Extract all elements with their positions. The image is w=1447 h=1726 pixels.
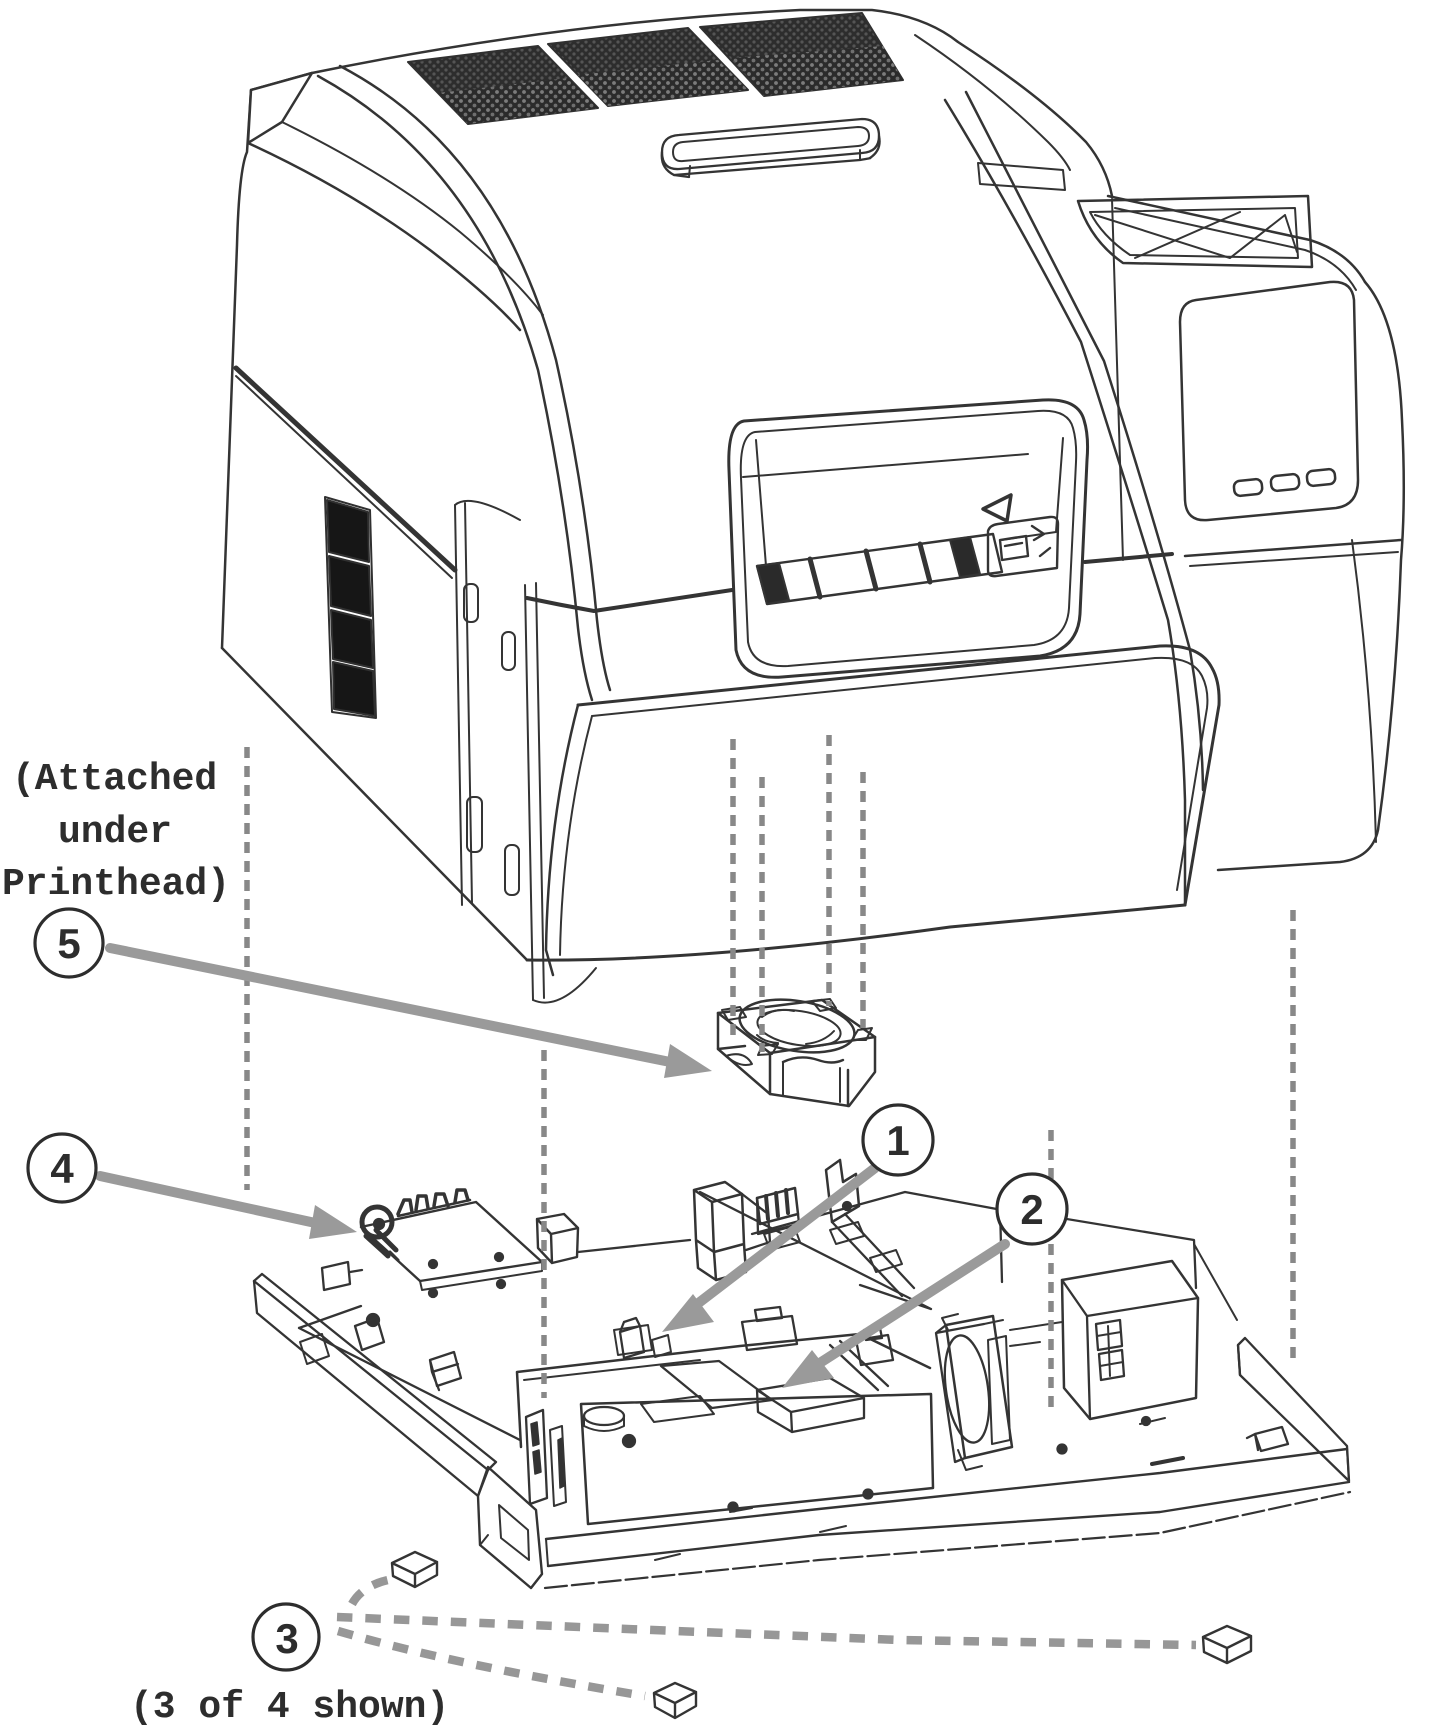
svg-text:Printhead): Printhead) <box>2 863 230 906</box>
svg-text:3: 3 <box>275 1615 298 1662</box>
svg-text:2: 2 <box>1020 1186 1043 1233</box>
svg-text:1: 1 <box>886 1117 909 1164</box>
svg-text:under: under <box>58 811 172 854</box>
svg-text:(Attached: (Attached <box>12 758 217 801</box>
svg-text:4: 4 <box>50 1145 74 1192</box>
svg-text:(3 of 4 shown): (3 of 4 shown) <box>130 1686 449 1726</box>
svg-text:5: 5 <box>57 920 80 967</box>
